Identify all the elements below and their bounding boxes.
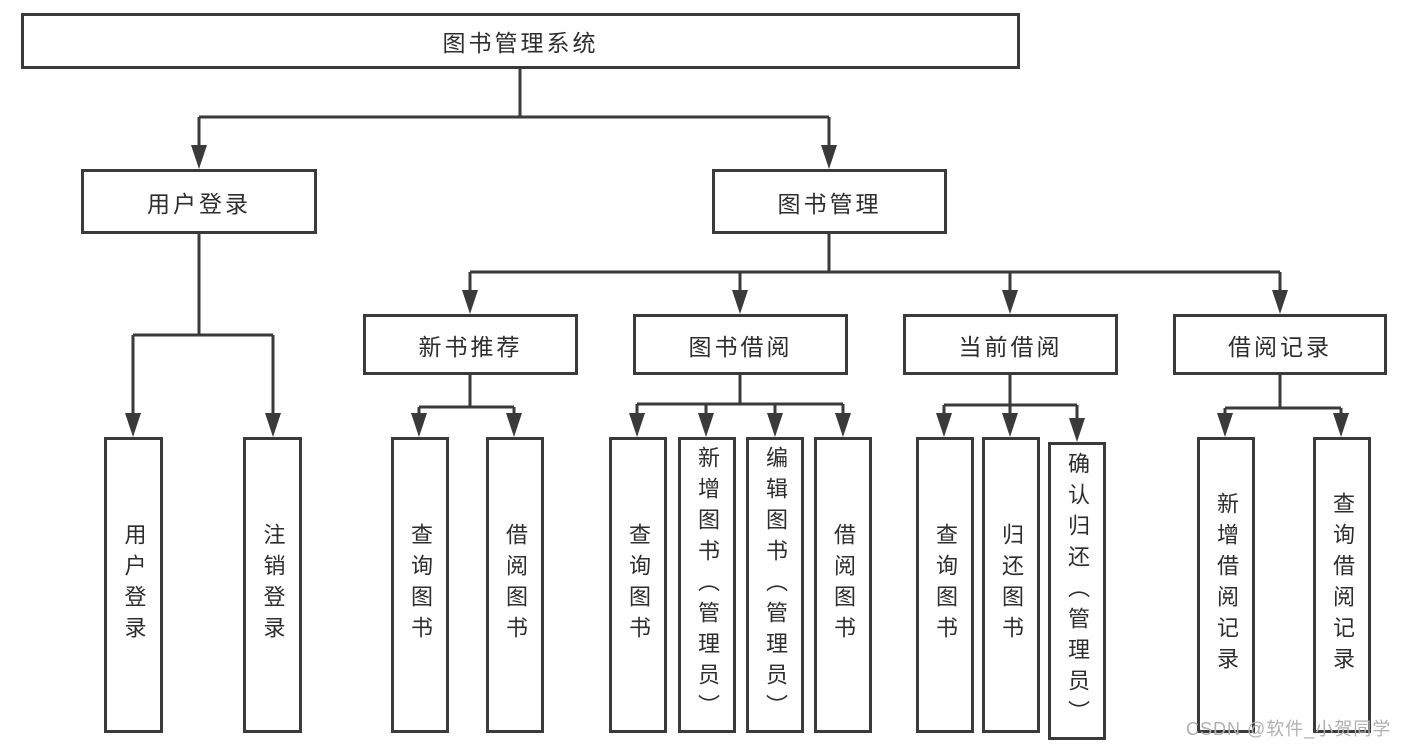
leaf-query-borrow-record: 查询借阅记录 <box>1313 437 1371 733</box>
leaf-query-books-recommend: 查询图书 <box>391 437 449 733</box>
leaf-return-books: 归还图书 <box>982 437 1040 733</box>
arrowheads <box>125 145 1349 442</box>
leaf-add-books-admin: 新增图书（管理员） <box>678 437 736 733</box>
node-borrowing-records: 借阅记录 <box>1173 314 1387 375</box>
leaf-confirm-return-admin: 确认归还（管理员） <box>1048 442 1106 740</box>
leaf-logout: 注销登录 <box>243 437 302 733</box>
csdn-watermark: CSDN @软件_小贺同学 <box>1186 719 1392 739</box>
node-book-borrowing: 图书借阅 <box>633 314 848 375</box>
node-current-borrowing: 当前借阅 <box>903 314 1118 375</box>
leaf-user-login: 用户登录 <box>104 437 163 733</box>
leaf-borrow-books-recommend: 借阅图书 <box>486 437 544 733</box>
node-new-book-recommend: 新书推荐 <box>363 314 578 375</box>
node-user-login: 用户登录 <box>81 169 317 234</box>
leaf-query-books-borrowing: 查询图书 <box>609 437 667 733</box>
leaf-borrow-books-borrowing: 借阅图书 <box>814 437 872 733</box>
node-library-management-system: 图书管理系统 <box>21 13 1020 69</box>
leaf-query-books-current: 查询图书 <box>916 437 974 733</box>
leaf-add-borrow-record: 新增借阅记录 <box>1197 437 1255 733</box>
node-book-management: 图书管理 <box>712 169 947 234</box>
leaf-edit-books-admin: 编辑图书（管理员） <box>746 437 804 733</box>
